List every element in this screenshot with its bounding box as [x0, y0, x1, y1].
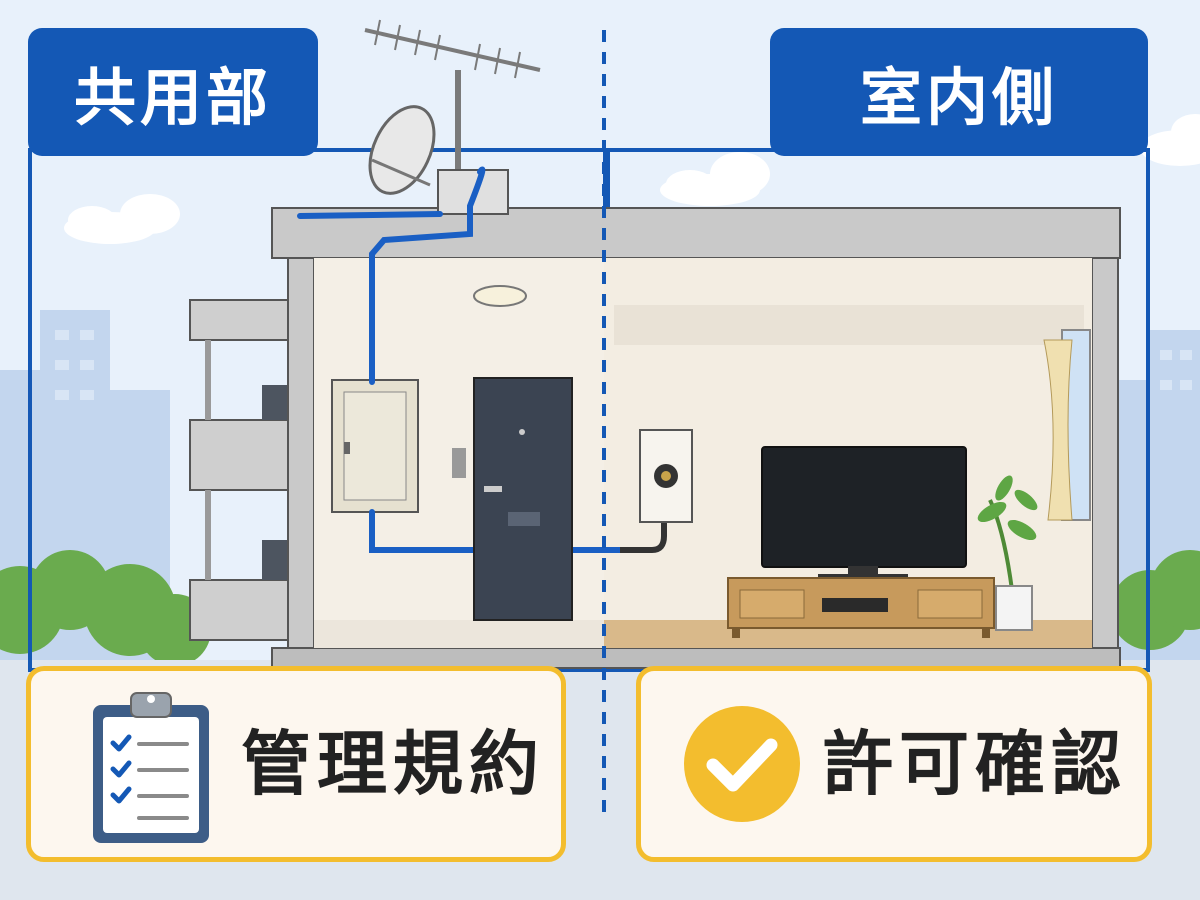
distribution-panel — [331, 379, 419, 513]
indoor-cable — [620, 492, 667, 553]
permission-check-text: 許可確認 — [823, 723, 1127, 805]
cloud-left — [64, 194, 180, 244]
cloud-far-right — [1140, 114, 1200, 166]
tv-stand — [727, 577, 995, 638]
entrance-door — [452, 377, 573, 621]
tv-wall-outlet — [639, 429, 693, 523]
indoor-area-label: 室内側 — [770, 28, 1148, 156]
skyline-windows — [55, 330, 1192, 400]
television-set — [761, 446, 967, 580]
management-rules-text: 管理規約 — [241, 723, 545, 805]
clipboard-checklist-icon — [93, 692, 209, 843]
balconies — [189, 299, 291, 641]
common-area-label: 共用部 — [28, 28, 318, 156]
management-rules-card: 管理規約 — [26, 666, 566, 862]
cloud-right-upper — [660, 152, 770, 206]
permission-check-card: 許可確認 — [636, 666, 1152, 862]
checkmark-circle-icon — [684, 706, 800, 822]
ceiling-light — [473, 285, 527, 307]
satellite-dish — [368, 105, 436, 195]
window-with-curtain — [1043, 329, 1091, 521]
potted-plant — [977, 475, 1038, 631]
